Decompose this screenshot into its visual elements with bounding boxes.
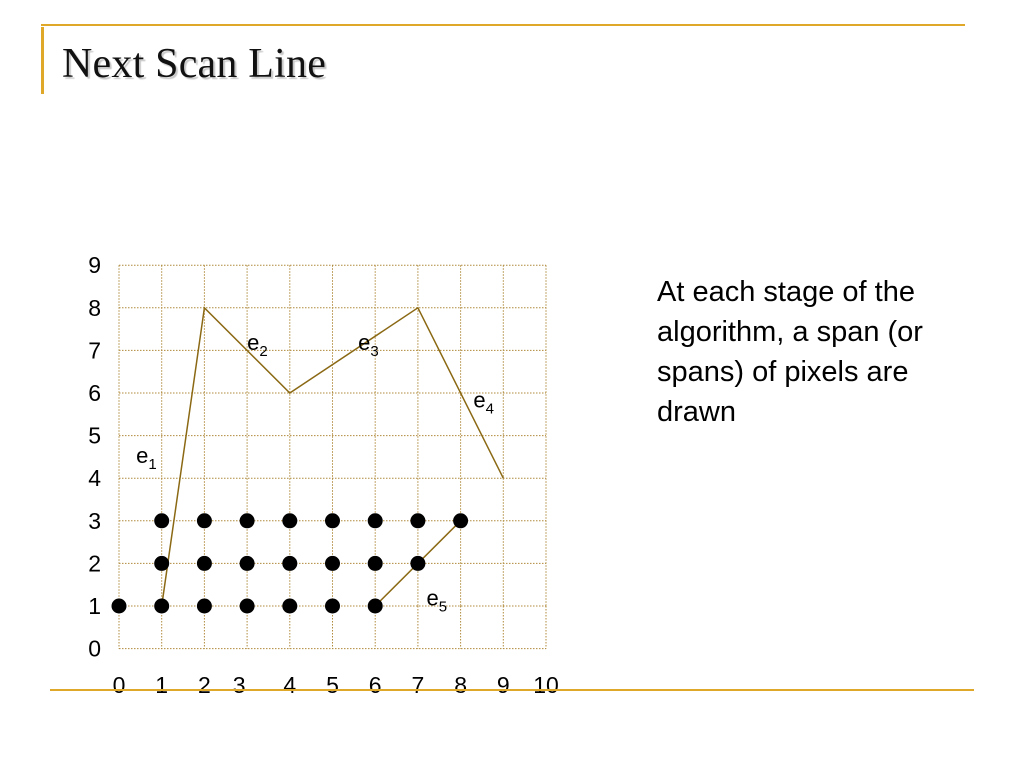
pixel-dot (325, 513, 340, 529)
x-tick-label: 2 (198, 672, 211, 698)
x-tick-label: 4 (283, 672, 296, 698)
y-tick-label: 3 (88, 508, 101, 534)
pixel-dot (325, 555, 340, 571)
x-tick-label: 5 (326, 672, 339, 698)
title-accent-rule (41, 24, 965, 26)
y-tick-label: 6 (88, 380, 101, 406)
pixel-dot (367, 598, 383, 614)
edge-label-e3: e3 (358, 330, 379, 360)
y-tick-label: 9 (88, 252, 101, 278)
pixel-dot (282, 513, 298, 529)
x-tick-label: 6 (369, 672, 382, 698)
pixel-dot (154, 598, 170, 614)
pixel-dot (410, 513, 426, 529)
footer-rule (50, 689, 974, 691)
pixel-dot (453, 513, 469, 529)
pixel-dot (282, 555, 298, 571)
pixel-dot (154, 555, 170, 571)
edge-label-e1: e1 (136, 443, 157, 473)
explanation-text: At each stage of the algorithm, a span (… (657, 276, 923, 428)
title-accent-bar (41, 27, 44, 94)
x-tick-label: 8 (454, 672, 467, 698)
y-tick-label: 0 (88, 636, 101, 662)
y-tick-label: 8 (88, 295, 101, 321)
y-tick-label: 1 (88, 593, 101, 619)
edge-label-e2: e2 (247, 330, 268, 360)
drawn-pixels (111, 513, 469, 614)
pixel-dot (367, 513, 383, 529)
y-tick-label: 7 (88, 337, 101, 363)
pixel-dot (325, 598, 340, 614)
edge-labels: e1 e2 e3 e4 e5 (136, 330, 494, 616)
edge-label-e4: e4 (473, 387, 494, 417)
pixel-dot (367, 555, 383, 571)
pixel-dot (111, 598, 127, 614)
pixel-dot (239, 598, 255, 614)
pixel-dot (196, 598, 212, 614)
pixel-dot (410, 555, 426, 571)
x-tick-label: 10 (533, 672, 559, 698)
pixel-dot (239, 513, 255, 529)
x-tick-label: 9 (497, 672, 510, 698)
y-tick-label: 2 (88, 550, 101, 576)
pixel-dot (239, 555, 255, 571)
x-tick-label: 1 (155, 672, 168, 698)
slide-title: Next Scan Line (62, 41, 327, 87)
x-tick-label: 0 (113, 672, 126, 698)
pixel-dot (154, 513, 170, 529)
pixel-dot (196, 555, 212, 571)
x-tick-label: 7 (412, 672, 425, 698)
y-axis-ticks: 0 1 2 3 4 5 6 7 8 9 (88, 252, 101, 661)
polygon-outline (160, 306, 504, 607)
y-tick-label: 4 (88, 465, 101, 491)
pixel-dot (196, 513, 212, 529)
y-tick-label: 5 (88, 423, 101, 449)
edge-label-e5: e5 (426, 585, 447, 615)
x-tick-label: 3 (233, 672, 246, 698)
pixel-dot (282, 598, 298, 614)
